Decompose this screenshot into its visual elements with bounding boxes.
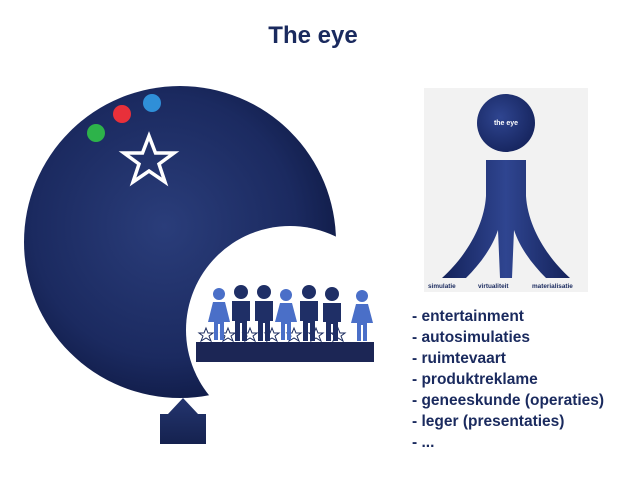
person-icon — [323, 287, 341, 341]
eye-figure-graphic: the eye simulatie virtualiteit materiali… — [428, 94, 573, 290]
stage-bar — [196, 342, 374, 362]
person-icon — [351, 290, 373, 341]
list-item: - ruimtevaart — [412, 350, 506, 367]
list-item: - leger (presentaties) — [412, 413, 565, 430]
green-dot — [87, 124, 105, 142]
applications-list: - entertainment - autosimulaties - ruimt… — [412, 306, 604, 453]
blue-dot — [143, 94, 161, 112]
stage-label-simulatie: simulatie — [428, 283, 456, 290]
eye-figure: the eye simulatie virtualiteit materiali… — [424, 88, 588, 292]
eye-body — [442, 160, 570, 278]
person-icon — [300, 285, 318, 341]
red-dot — [113, 105, 131, 123]
stem-arrow — [160, 398, 206, 444]
person-icon — [232, 285, 250, 341]
person-icon — [255, 285, 273, 341]
list-item: - ... — [412, 434, 435, 451]
list-item: - autosimulaties — [412, 329, 530, 346]
people-group — [208, 285, 373, 341]
eye-illustration — [24, 86, 374, 444]
list-item: - produktreklame — [412, 371, 538, 388]
star-outline-icon — [118, 131, 180, 187]
person-icon — [275, 289, 297, 340]
eye-head — [477, 94, 535, 152]
slide-title: The eye — [268, 22, 358, 49]
person-icon — [208, 288, 230, 340]
list-item: - entertainment — [412, 308, 524, 325]
eye-head-label: the eye — [494, 120, 518, 127]
list-item: - geneeskunde (operaties) — [412, 392, 605, 409]
stage-label-materialisatie: materialisatie — [532, 283, 573, 290]
stage-label-virtualiteit: virtualiteit — [478, 283, 509, 290]
